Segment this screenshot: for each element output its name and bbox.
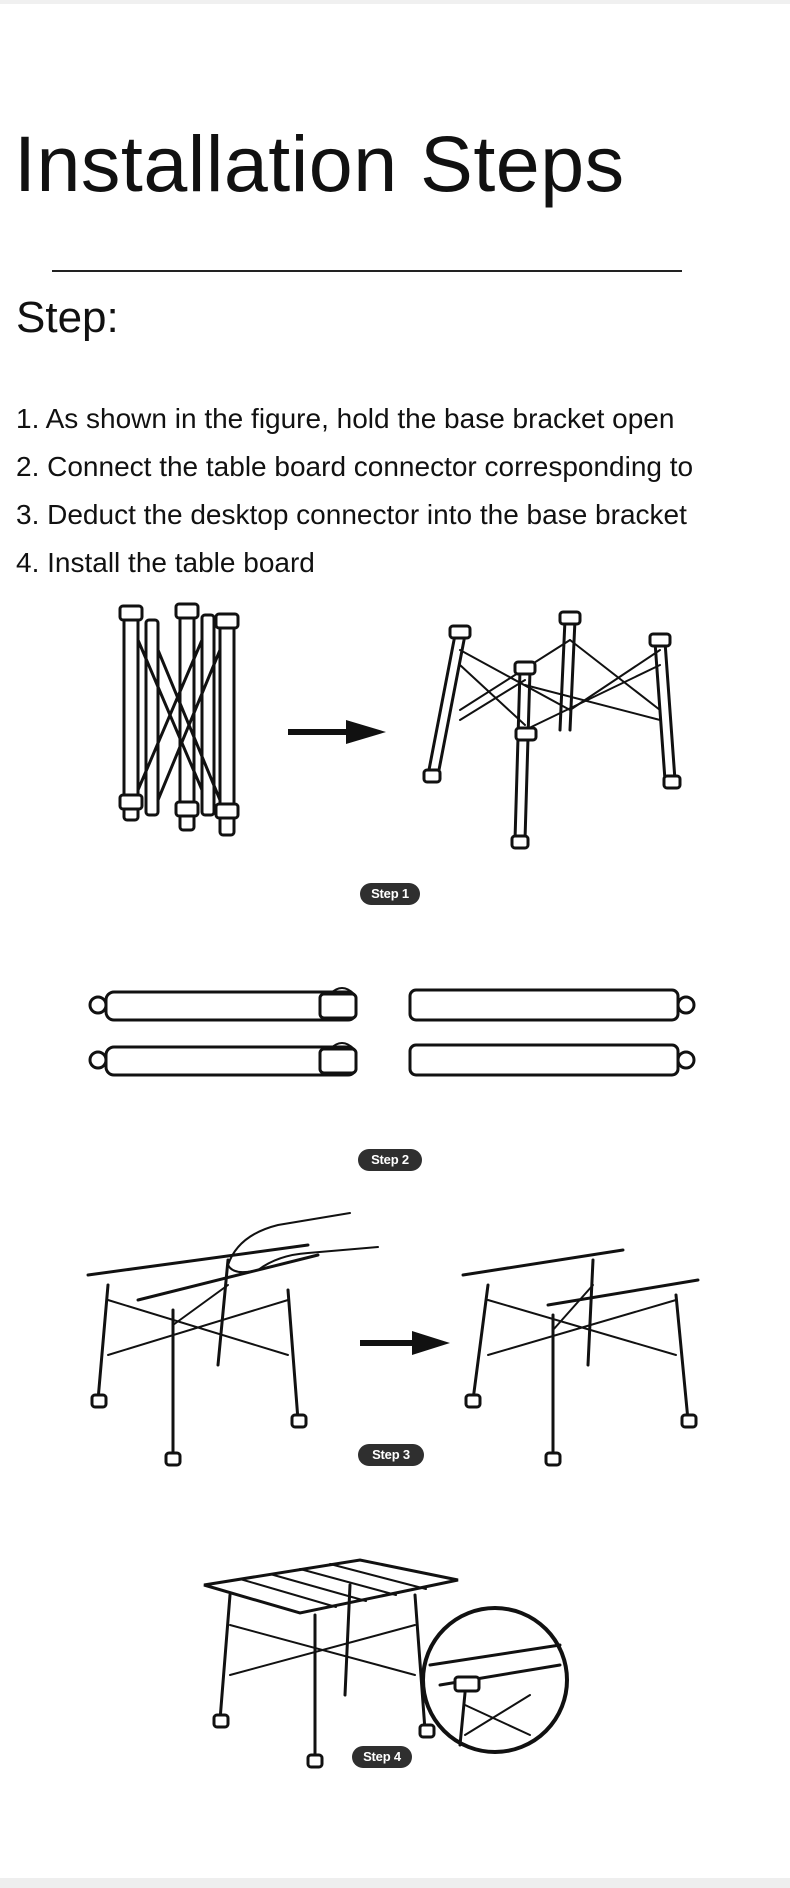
instruction-1: 1. As shown in the figure, hold the base… [16, 403, 675, 434]
insert-connectors-illustration [78, 1195, 718, 1475]
rod-with-clip-icon [88, 987, 358, 1022]
frame-connected-icon [461, 1248, 700, 1467]
arrow-right-icon-2 [360, 1331, 450, 1355]
bottom-bar [0, 1878, 790, 1888]
rod-with-clip-icon-2 [88, 1042, 358, 1077]
folded-to-open-frame-illustration [110, 590, 690, 870]
magnified-detail-icon [421, 1606, 569, 1754]
top-bar [0, 0, 790, 4]
instruction-2: 2. Connect the table board connector cor… [16, 451, 694, 482]
instruction-3: 3. Deduct the desktop connector into the… [16, 499, 687, 530]
table-icon [203, 1558, 459, 1769]
arrow-right-icon [288, 720, 386, 744]
instruction-4: 4. Install the table board [16, 547, 315, 578]
rod-plain-icon-2 [408, 1043, 696, 1077]
connector-rods-illustration [80, 980, 720, 1090]
frame-with-hand-icon [86, 1212, 379, 1467]
open-frame-icon [422, 610, 682, 850]
step-heading: Step: [16, 293, 119, 342]
step-badge-3: Step 3 [358, 1444, 424, 1466]
title-divider [52, 270, 682, 272]
rod-plain-icon [408, 988, 696, 1022]
step-badge-1: Step 1 [360, 883, 420, 905]
step-badge-2: Step 2 [358, 1149, 422, 1171]
folded-frame-icon [118, 602, 240, 837]
assembled-table-illustration [200, 1555, 580, 1775]
step-badge-4: Step 4 [352, 1746, 412, 1768]
page-title: Installation Steps [14, 119, 625, 208]
